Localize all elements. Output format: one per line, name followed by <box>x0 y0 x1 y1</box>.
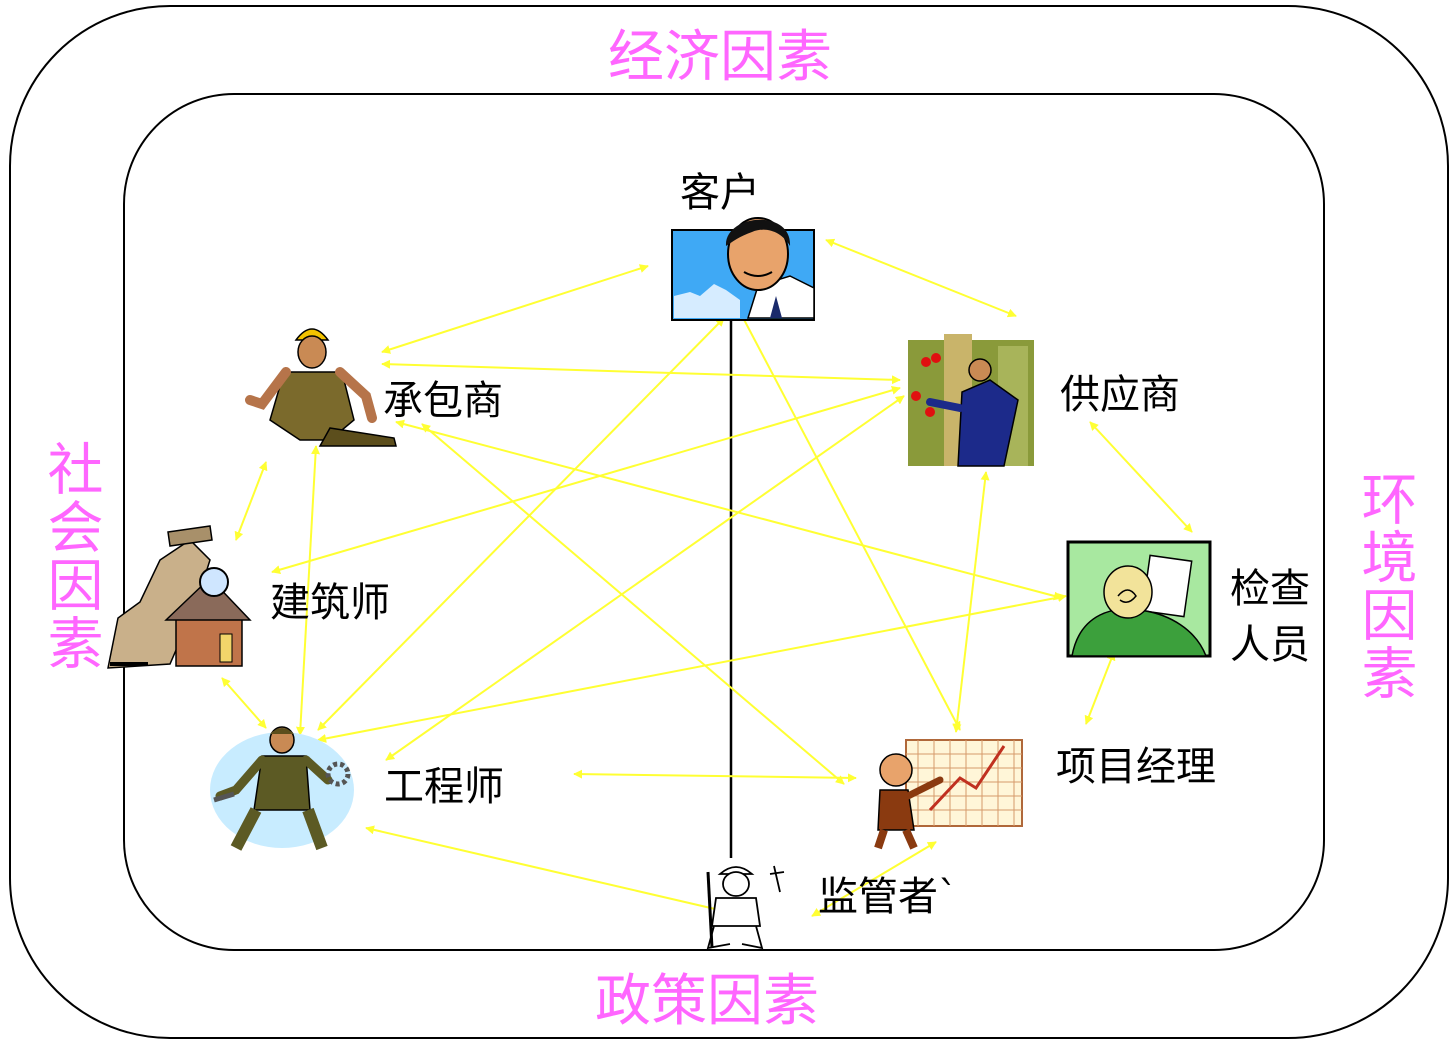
factor-policy: 政策因素 <box>595 969 819 1034</box>
arrow-engineer-pm <box>573 769 857 783</box>
arrow-client-engineer <box>317 317 725 731</box>
arrow-engineer-inspector <box>317 593 1067 743</box>
arrow-inspector-pm <box>1084 651 1116 725</box>
label-regulator: 监管者` <box>818 874 958 920</box>
label-project-manager: 项目经理 <box>1056 744 1216 790</box>
arrow-engineer-regulator <box>365 825 729 915</box>
label-client: 客户 <box>680 170 760 216</box>
inner-frame <box>123 93 1325 951</box>
juggling-businessman-icon <box>908 334 1034 467</box>
arrow-regulator-pm <box>811 841 937 917</box>
arrow-client-supplier <box>825 238 1017 318</box>
label-supplier: 供应商 <box>1060 372 1180 418</box>
arrow-architect-engineer <box>221 677 267 729</box>
detective-house-icon <box>107 525 252 669</box>
arrow-engineer-supplier <box>385 395 905 761</box>
arrow-supplier-pm <box>952 471 990 733</box>
factor-environment: 环境因素 <box>1352 470 1417 702</box>
label-inspector-line1: 检查 <box>1230 566 1310 612</box>
construction-worker-icon <box>245 328 397 447</box>
label-inspector-line2: 人员 <box>1230 622 1310 668</box>
businessman-portrait-icon <box>671 217 815 321</box>
outer-frame <box>9 5 1449 1039</box>
factor-economic: 经济因素 <box>608 25 832 90</box>
mechanic-wrench-icon <box>210 726 354 851</box>
arrow-contractor-architect <box>234 461 268 541</box>
label-architect: 建筑师 <box>270 580 390 626</box>
arrow-client-contractor <box>381 264 649 354</box>
factor-social: 社会因素 <box>38 440 103 672</box>
arrow-supplier-inspector <box>1089 421 1193 533</box>
inspector-clipboard-icon <box>1066 540 1212 658</box>
label-engineer: 工程师 <box>384 764 504 810</box>
connector-arrows <box>221 238 1193 917</box>
presenter-chart-icon <box>874 739 1023 850</box>
label-contractor: 承包商 <box>383 378 503 424</box>
arrow-contractor-pm <box>421 423 845 785</box>
guard-figure-icon <box>706 865 785 950</box>
